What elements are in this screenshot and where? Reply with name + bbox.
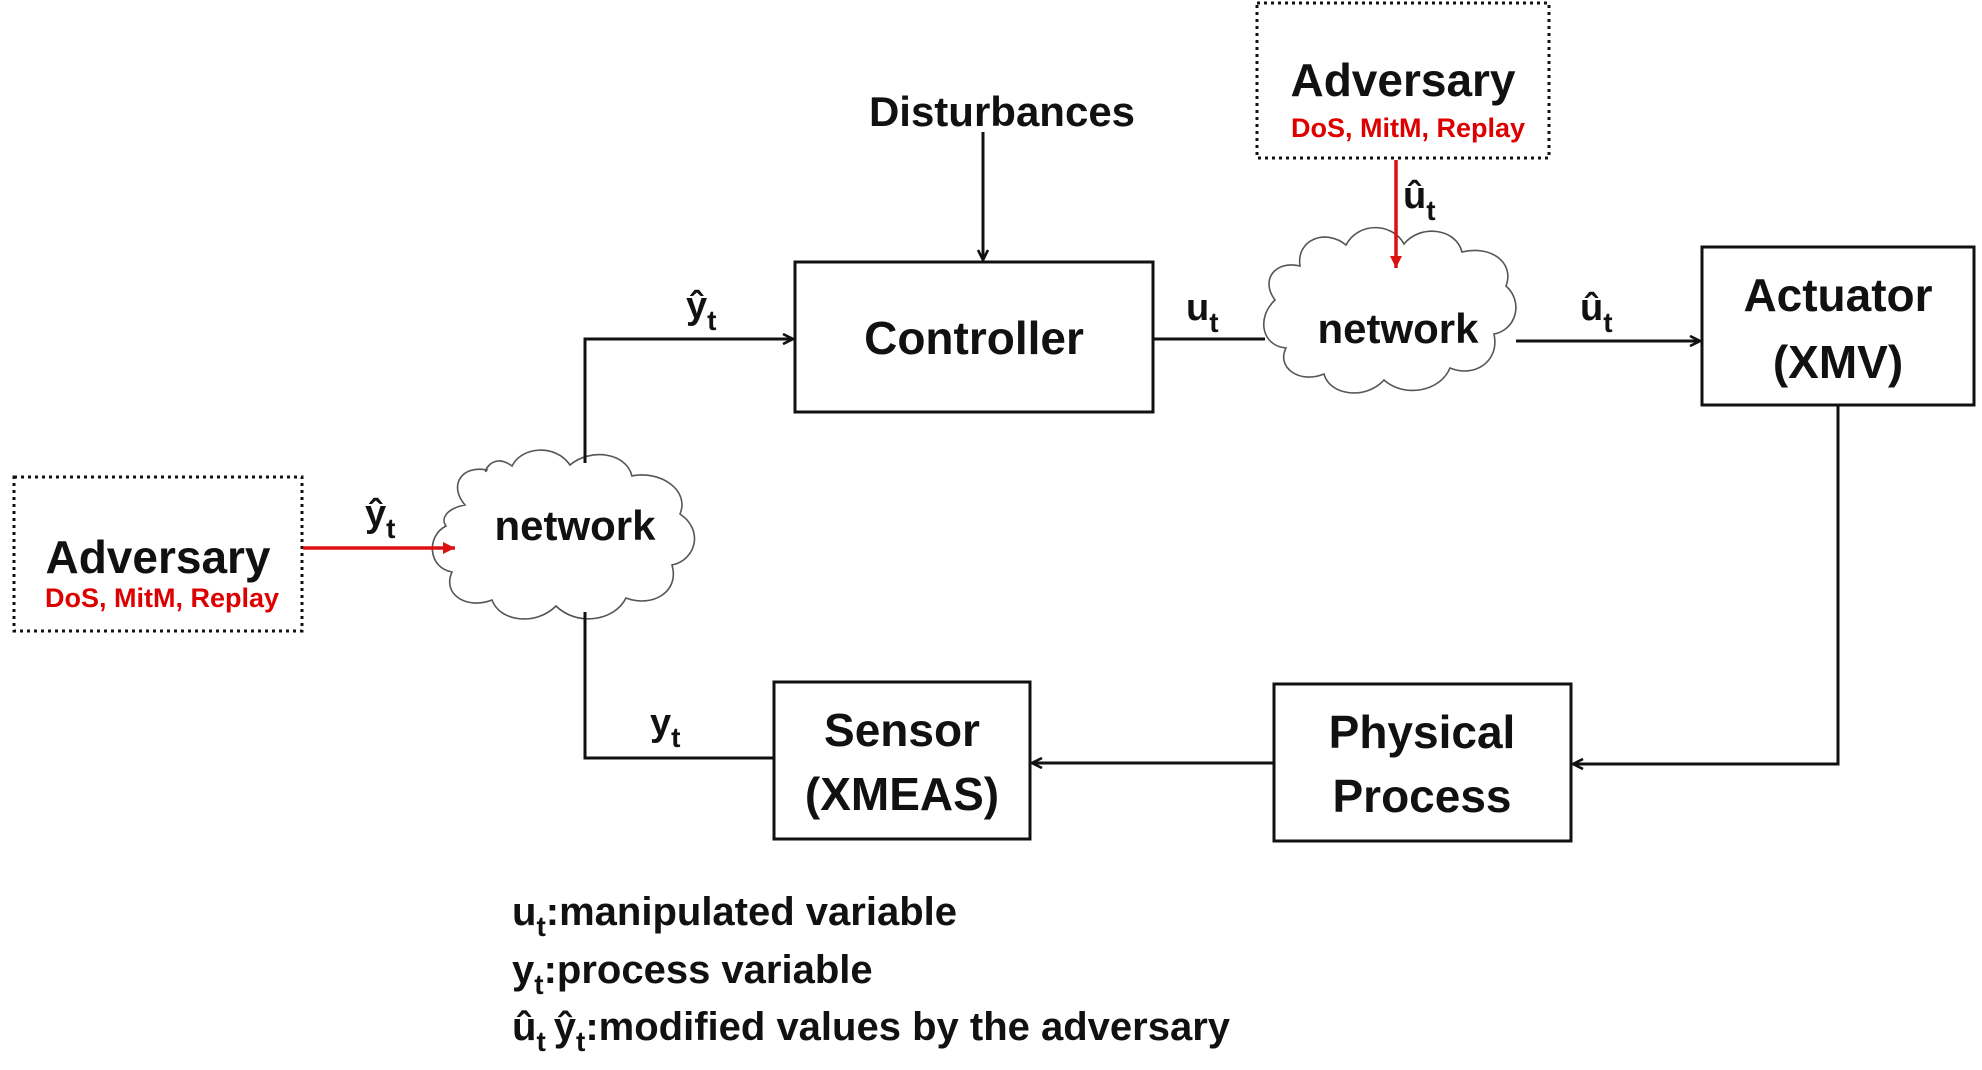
legend-line-y: yt:process variable [512, 948, 873, 1000]
sensor-to-network-line [583, 612, 774, 760]
sensor-label-line1: Sensor [824, 704, 980, 756]
sensor-block: Sensor (XMEAS) [772, 680, 1032, 841]
signal-y-sensor: yt [650, 702, 680, 753]
network-label-lower: network [494, 502, 656, 549]
adversary-top-title: Adversary [1290, 54, 1515, 106]
network-cloud-upper: network [1263, 226, 1517, 394]
actuator-label-line2: (XMV) [1773, 336, 1903, 388]
disturbances-label: Disturbances [869, 88, 1135, 135]
controller-block: Controller [793, 260, 1155, 414]
signal-uhat-adversary: ût [1403, 175, 1436, 226]
actuator-block: Actuator (XMV) [1700, 245, 1976, 407]
actuator-to-process-arrow [1573, 405, 1840, 764]
physical-label-line1: Physical [1329, 706, 1516, 758]
network-cloud-lower: network [431, 449, 696, 620]
adversary-top: Adversary DoS, MitM, Replay [1255, 1, 1551, 160]
adversary-left-attacks: DoS, MitM, Replay [45, 583, 279, 613]
sensor-label-line2: (XMEAS) [805, 768, 999, 820]
signal-yhat-controller: ŷt [686, 285, 716, 336]
signal-uhat-actuator: ût [1580, 287, 1613, 338]
physical-label-line2: Process [1332, 770, 1511, 822]
signal-yhat-adversary: ŷt [365, 493, 395, 544]
legend: ut:manipulated variable yt:process varia… [512, 890, 1231, 1057]
actuator-label-line1: Actuator [1743, 269, 1932, 321]
adversary-left: Adversary DoS, MitM, Replay [12, 475, 304, 633]
attack-arrows [303, 160, 1402, 554]
signal-u-controller: ut [1186, 287, 1219, 338]
controller-label: Controller [864, 312, 1084, 364]
adversary-top-attacks: DoS, MitM, Replay [1291, 113, 1525, 143]
adversary-left-title: Adversary [45, 531, 270, 583]
connectors [583, 132, 1840, 764]
cloud-icon [431, 449, 696, 620]
network-label-upper: network [1317, 305, 1479, 352]
network-to-controller-arrow [583, 339, 793, 463]
cloud-icon [1263, 226, 1517, 394]
physical-process-block: Physical Process [1272, 682, 1573, 843]
legend-line-u: ut:manipulated variable [512, 890, 957, 942]
